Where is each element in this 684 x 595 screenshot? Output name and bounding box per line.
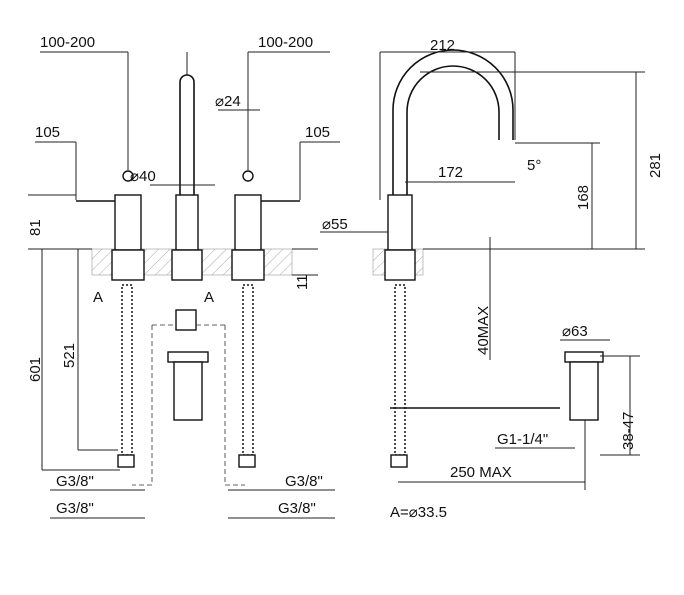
left-valve-shank xyxy=(111,249,145,281)
left-hose xyxy=(121,284,133,456)
dim-body-diameter: ⌀40 xyxy=(130,168,156,185)
dim-outlet-reach: 172 xyxy=(438,164,463,181)
waste-top xyxy=(167,351,209,363)
left-valve-body xyxy=(114,194,142,251)
dim-height-above-deck: 81 xyxy=(27,219,44,236)
spout-shank xyxy=(171,249,203,281)
dim-connection-right-2: G3/8" xyxy=(278,500,316,517)
dim-waste-range: 38-47 xyxy=(620,412,637,450)
dim-deck-thickness: 11 xyxy=(294,274,311,290)
side-waste-top xyxy=(564,351,604,363)
dim-waste-diameter: ⌀63 xyxy=(562,323,588,340)
dim-total-height: 281 xyxy=(647,153,664,178)
dim-max-deck: 40MAX xyxy=(475,306,492,355)
side-waste-body xyxy=(569,361,599,421)
spout-body xyxy=(175,194,199,251)
dim-outlet-height: 168 xyxy=(575,185,592,210)
dim-reach: 212 xyxy=(430,37,455,54)
dim-total-below: 601 xyxy=(27,357,44,382)
spout xyxy=(179,74,195,200)
right-valve-body xyxy=(234,194,262,251)
side-shank xyxy=(384,249,416,281)
dim-hose-length: 521 xyxy=(61,343,78,368)
dim-spacing-right: 100-200 xyxy=(258,34,313,51)
spout-arc xyxy=(392,49,514,200)
front-view: 100-200 100-200 ⌀24 105 105 ⌀40 81 11 60… xyxy=(27,34,340,519)
dim-angle: 5° xyxy=(527,157,541,174)
side-hose-nut xyxy=(390,454,408,468)
right-hose-nut xyxy=(238,454,256,468)
dim-spout-diameter: ⌀24 xyxy=(215,93,241,110)
side-body xyxy=(387,194,413,251)
left-hose-nut xyxy=(117,454,135,468)
side-view: 212 172 5° 168 281 ⌀55 40MAX ⌀63 G1-1/4"… xyxy=(320,37,664,521)
hidden-lines xyxy=(132,324,245,486)
left-handle-knob xyxy=(122,170,134,182)
dim-rod-length: 250 MAX xyxy=(450,464,512,481)
section-a-right: A xyxy=(204,289,214,306)
dim-base-diameter: ⌀55 xyxy=(322,216,348,233)
side-hose xyxy=(394,284,406,456)
dim-waste-thread: G1-1/4" xyxy=(497,431,548,448)
waste-body xyxy=(173,361,203,421)
tee-connector xyxy=(175,309,197,331)
dim-connection-left-1: G3/8" xyxy=(56,473,94,490)
dim-connection-left-2: G3/8" xyxy=(56,500,94,517)
right-valve-shank xyxy=(231,249,265,281)
right-hose xyxy=(242,284,254,456)
dim-handle-left: 105 xyxy=(35,124,60,141)
dim-handle-right: 105 xyxy=(305,124,330,141)
section-a-left: A xyxy=(93,289,103,306)
right-handle-knob xyxy=(242,170,254,182)
dim-connection-right-1: G3/8" xyxy=(285,473,323,490)
dim-spacing-left: 100-200 xyxy=(40,34,95,51)
section-note: A=⌀33.5 xyxy=(390,504,447,521)
